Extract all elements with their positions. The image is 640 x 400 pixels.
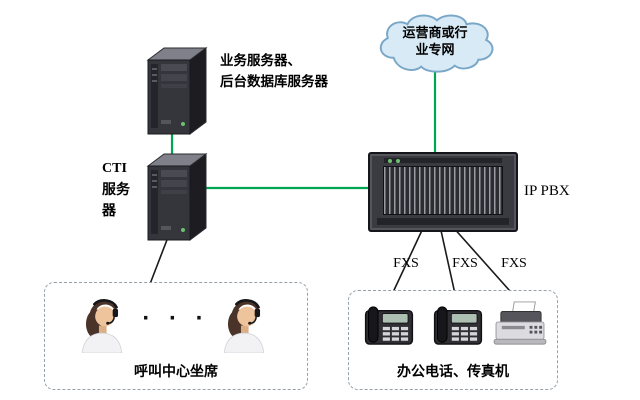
ippbx-card-slots	[383, 166, 503, 215]
ippbx-led	[396, 158, 400, 163]
ippbx-top-strip	[384, 158, 502, 163]
fxs-port-label-left: FXS	[393, 256, 419, 271]
fxs-port-label-right: FXS	[501, 256, 527, 271]
cloud-network-node: 运营商或行 业专网	[372, 10, 498, 76]
callcenter-group-box: · · · 呼叫中心坐席	[44, 282, 308, 390]
cti-server-label: CTI 服务 器	[102, 158, 138, 221]
link-cti-to-callcenter	[149, 231, 171, 285]
callcenter-agent-1	[79, 295, 125, 353]
office-phone-1	[364, 304, 414, 346]
link-ippbx-to-fax	[451, 225, 519, 301]
fxs-port-label-middle: FXS	[452, 256, 478, 271]
cti-server-label-line3: 器	[102, 202, 116, 218]
office-group-box: 办公电话、传真机	[348, 290, 558, 390]
desk-phone-icon	[364, 306, 414, 345]
office-group-label: 办公电话、传真机	[397, 363, 509, 379]
ippbx-node	[368, 152, 518, 232]
server-tower-icon	[146, 47, 208, 135]
cti-server-label-line1: CTI	[102, 161, 127, 176]
ippbx-chassis-icon	[368, 152, 518, 232]
ippbx-bottom-strip	[377, 218, 509, 225]
cloud-label-line2: 业专网	[415, 42, 455, 57]
cloud-label: 运营商或行 业专网	[372, 24, 498, 58]
cloud-label-line1: 运营商或行	[402, 25, 468, 40]
server-tower-icon	[146, 153, 208, 241]
ippbx-led	[388, 158, 392, 163]
business-server-node	[138, 42, 214, 138]
cti-server-label-line2: 服务	[102, 181, 130, 197]
callcenter-agent-2	[221, 295, 267, 353]
agent-headset-icon	[223, 299, 265, 353]
office-phone-2	[433, 304, 483, 346]
office-fax-machine	[493, 300, 547, 346]
fax-machine-icon	[493, 301, 547, 345]
business-server-label-line2: 后台数据库服务器	[220, 74, 328, 89]
ippbx-label: IP PBX	[524, 183, 570, 199]
cti-server-node	[138, 148, 214, 244]
business-server-label: 业务服务器、 后台数据库服务器	[220, 50, 380, 92]
agent-headset-icon	[81, 299, 123, 353]
cloud-icon	[379, 14, 494, 73]
desk-phone-icon	[433, 306, 483, 345]
business-server-label-line1: 业务服务器、	[220, 53, 301, 68]
more-agents-ellipsis: · · ·	[142, 305, 210, 332]
callcenter-group-label: 呼叫中心坐席	[134, 363, 218, 379]
